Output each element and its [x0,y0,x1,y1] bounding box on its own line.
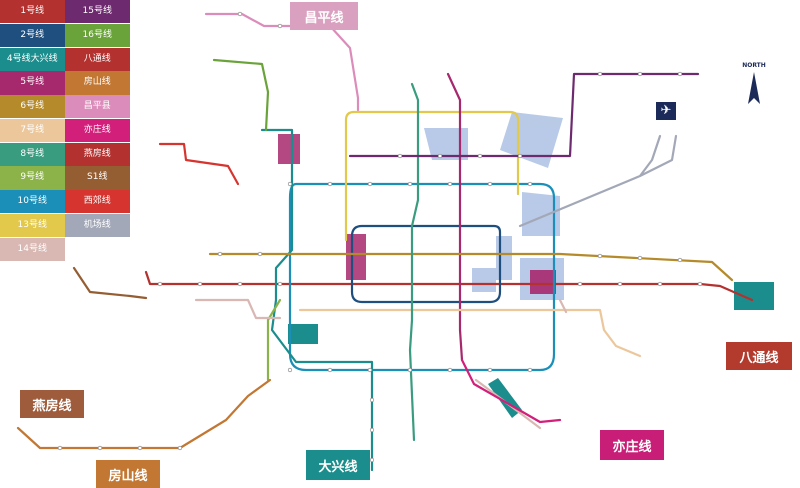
legend-line-15: 15号线 [65,0,130,24]
legend-line-yizhuang: 亦庄线 [65,118,130,143]
legend-line-14: 14号线 [0,237,65,261]
legend-line-4-daxing: 4号线大兴线 [0,47,65,71]
compass: NORTH [742,62,766,106]
legend-line-1: 1号线 [0,0,65,24]
district-block [500,112,563,168]
legend-line-13: 13号线 [0,214,65,238]
compass-label: NORTH [742,62,766,69]
line-13 [344,110,520,242]
legend-row: 4号线大兴线 八通线 [0,47,130,71]
legend-line-fangshan: 房山线 [65,71,130,95]
line-6 [208,252,734,282]
line-9 [266,298,282,382]
line-xijiao [158,142,240,186]
legend-row: 14号线 [0,237,130,261]
label-batong: 八通线 [726,342,792,370]
district-block [496,236,512,280]
legend-row: 6号线 昌平县 [0,95,130,119]
label-yanfang: 燕房线 [20,390,84,418]
line-5 [446,72,464,362]
district-block-pink [346,234,366,280]
district-block [522,192,560,236]
label-fangshan: 房山线 [96,460,160,488]
legend-row: 13号线 机场线 [0,214,130,238]
airplane-icon: ✈ [656,102,676,120]
line-s1 [72,266,148,300]
legend-row: 5号线 房山线 [0,71,130,95]
legend-line-10: 10号线 [0,190,65,214]
north-arrow-icon [748,72,760,104]
legend-line-airport: 机场线 [65,214,130,238]
legend-line-batong: 八通线 [65,47,130,71]
line-7 [298,308,642,358]
legend-line-8: 8号线 [0,142,65,166]
legend-row: 10号线 西郊线 [0,190,130,214]
legend-row: 8号线 燕房线 [0,142,130,166]
legend-line-yanfang: 燕房线 [65,142,130,166]
legend-line-s1: S1线 [65,166,130,190]
district-block-teal [734,282,774,310]
label-daxing: 大兴线 [306,450,370,480]
district-block-teal [288,324,318,344]
legend-row: 7号线 亦庄线 [0,118,130,143]
line-16 [212,58,270,132]
line-fangshan [16,378,272,450]
district-block [424,128,468,160]
legend-row: 1号线 15号线 [0,0,130,24]
district-block-pink [530,270,556,294]
line-1 [144,270,754,302]
line-10 [288,182,556,372]
legend-line-16: 16号线 [65,23,130,47]
line-8 [408,82,420,442]
line-airport [518,134,678,228]
label-changping: 昌平线 [290,2,358,30]
district-block [472,268,496,292]
legend-line-7: 7号线 [0,118,65,143]
line-legend: 1号线 15号线 2号线 16号线 4号线大兴线 八通线 5号线 房山线 6号线… [0,0,130,262]
line-15 [348,72,700,158]
legend-line-5: 5号线 [0,71,65,95]
legend-line-6: 6号线 [0,95,65,119]
label-yizhuang: 亦庄线 [600,430,664,460]
line-4-daxing [260,128,374,472]
line-yizhuang [460,358,562,424]
legend-row: 9号线 S1线 [0,166,130,190]
legend-line-xijiao: 西郊线 [65,190,130,214]
line-2 [350,224,502,304]
legend-line-changping: 昌平县 [65,95,130,119]
district-block-pink [278,134,300,164]
station-dots [57,11,703,463]
legend-line-2: 2号线 [0,23,65,47]
legend-row: 2号线 16号线 [0,23,130,47]
legend-line-9: 9号线 [0,166,65,190]
